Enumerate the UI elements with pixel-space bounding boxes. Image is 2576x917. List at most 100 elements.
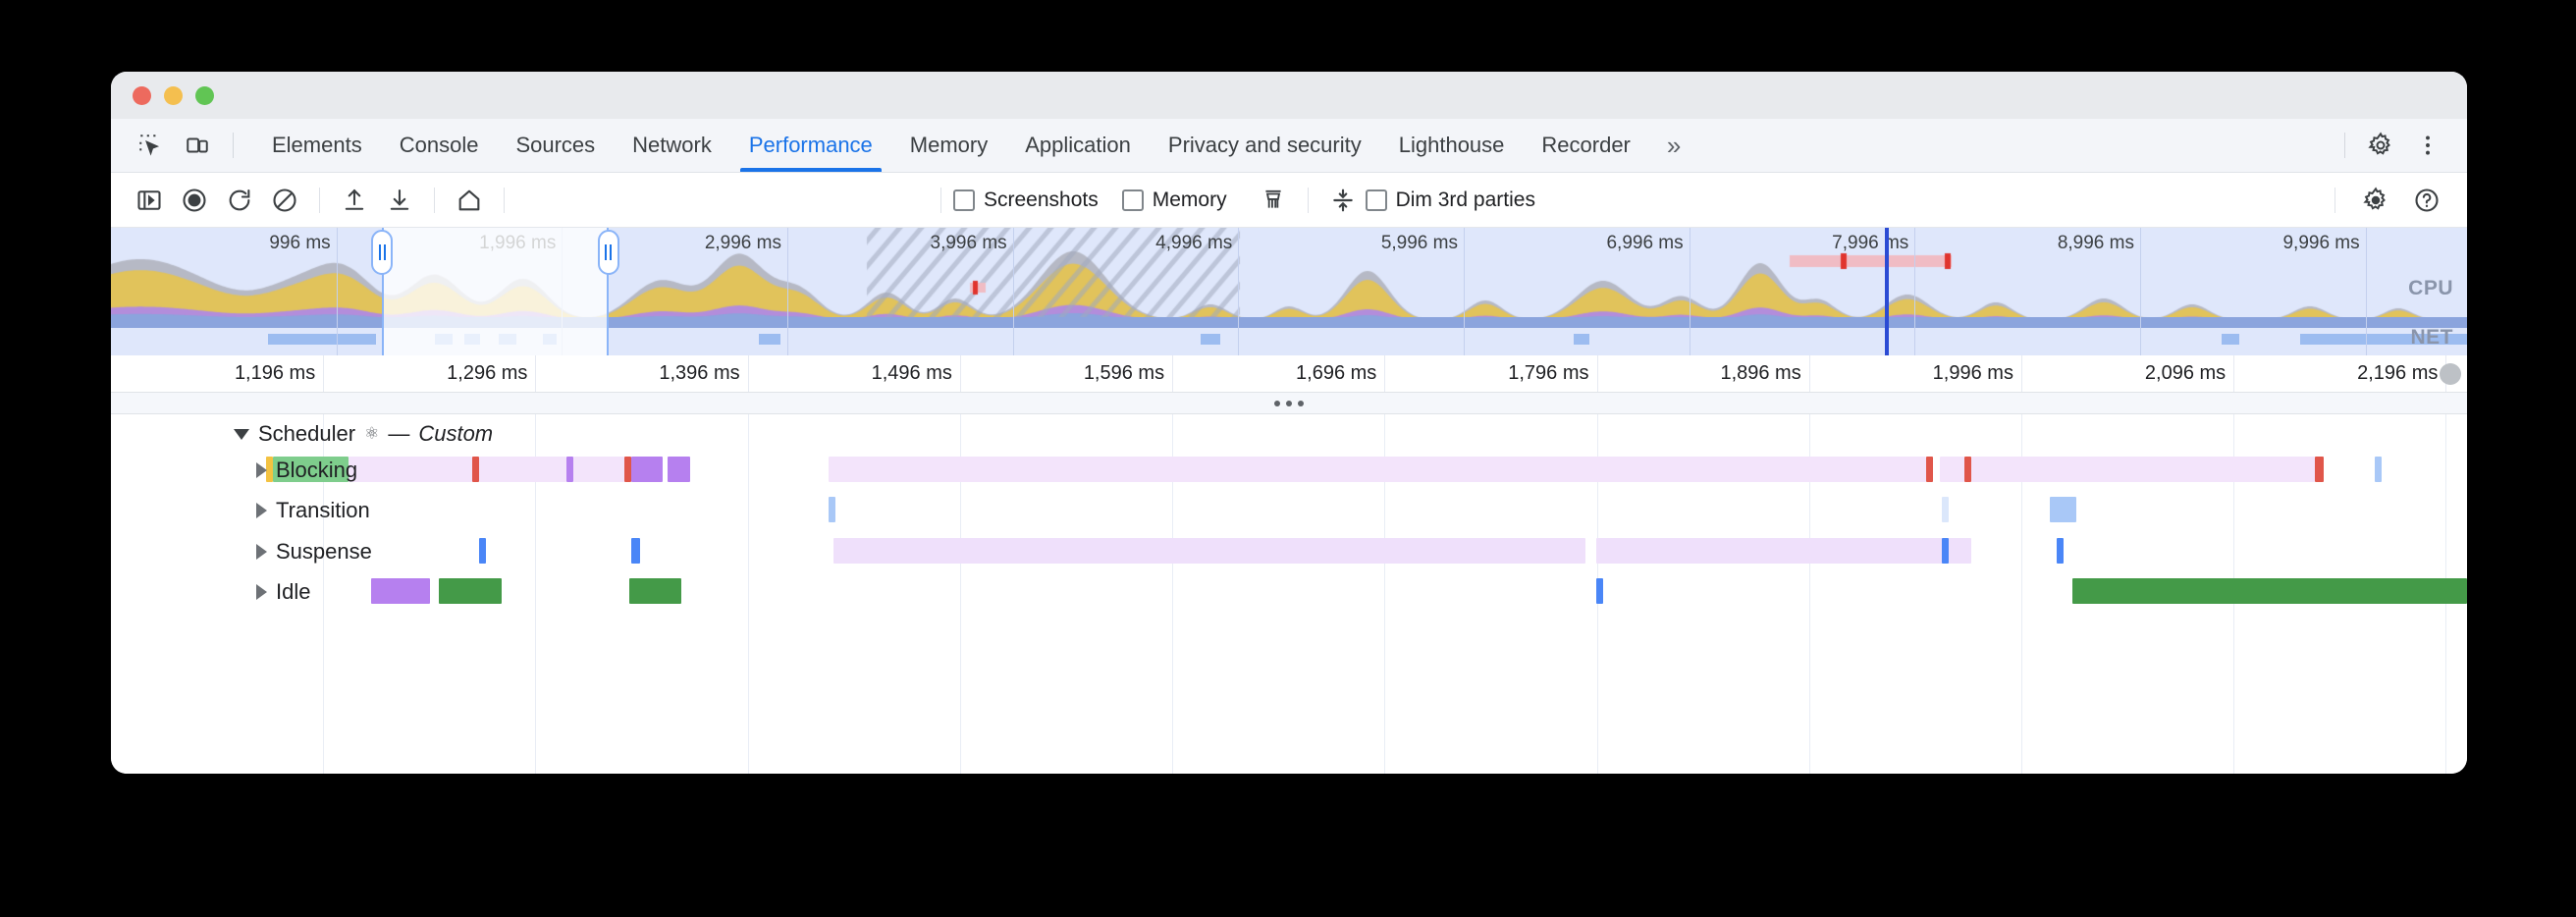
event-bar[interactable] bbox=[478, 457, 566, 482]
tab-memory[interactable]: Memory bbox=[909, 133, 989, 157]
overview-left-drag-handle[interactable] bbox=[371, 230, 393, 275]
track-row-transition[interactable]: Transition bbox=[111, 491, 2467, 530]
event-bar[interactable] bbox=[1596, 538, 1971, 564]
chevron-right-icon[interactable] bbox=[256, 544, 267, 560]
event-bar[interactable] bbox=[566, 457, 573, 482]
memory-checkbox-box[interactable] bbox=[1121, 189, 1144, 211]
track-row-idle[interactable]: Idle bbox=[111, 572, 2467, 612]
event-bar[interactable] bbox=[1964, 457, 1971, 482]
event-bar[interactable] bbox=[631, 538, 641, 564]
event-bar[interactable] bbox=[2049, 497, 2077, 522]
event-lane-blocking[interactable] bbox=[111, 457, 2467, 484]
network-request-bar bbox=[2300, 334, 2467, 345]
event-bar[interactable] bbox=[629, 578, 681, 604]
chevron-down-icon[interactable] bbox=[234, 428, 249, 440]
tab-performance[interactable]: Performance bbox=[730, 119, 891, 172]
overview-selected-window[interactable] bbox=[382, 228, 609, 355]
chevron-right-icon[interactable] bbox=[256, 584, 267, 600]
event-bar[interactable] bbox=[472, 457, 479, 482]
tab-network[interactable]: Network bbox=[632, 133, 712, 157]
kebab-menu-icon[interactable] bbox=[2406, 126, 2449, 165]
track-label-blocking[interactable]: Blocking bbox=[256, 451, 357, 490]
device-toolbar-icon[interactable] bbox=[176, 126, 219, 165]
event-lane-suspense[interactable] bbox=[111, 538, 2467, 566]
screenshots-checkbox-box[interactable] bbox=[953, 189, 975, 211]
event-bar[interactable] bbox=[438, 578, 502, 604]
panel-left-icon[interactable] bbox=[127, 180, 172, 221]
collapse-vertical-icon[interactable] bbox=[1320, 180, 1366, 221]
event-bar[interactable] bbox=[1942, 538, 1949, 564]
dim-3rd-parties-checkbox-box[interactable] bbox=[1365, 189, 1387, 211]
event-bar[interactable] bbox=[478, 538, 486, 564]
event-bar[interactable] bbox=[829, 497, 836, 522]
home-icon[interactable] bbox=[447, 180, 492, 221]
track-label-transition[interactable]: Transition bbox=[256, 491, 370, 530]
event-bar[interactable] bbox=[1942, 497, 1949, 522]
inspect-element-icon[interactable] bbox=[129, 126, 172, 165]
event-bar[interactable] bbox=[667, 457, 690, 482]
screenshots-checkbox[interactable]: Screenshots bbox=[953, 189, 1099, 212]
track-group-label[interactable]: Scheduler ⚛ — Custom bbox=[234, 414, 493, 454]
overview-tick-label: 2,996 ms bbox=[704, 233, 781, 253]
close-window-button[interactable] bbox=[133, 85, 151, 105]
overview-selection-right-edge[interactable] bbox=[606, 228, 609, 355]
track-row-suspense[interactable]: Suspense bbox=[111, 532, 2467, 571]
event-bar[interactable] bbox=[1970, 457, 2315, 482]
dim-3rd-parties-checkbox[interactable]: Dim 3rd parties bbox=[1365, 189, 1535, 212]
reload-icon[interactable] bbox=[217, 180, 262, 221]
track-label-suspense[interactable]: Suspense bbox=[256, 532, 372, 571]
download-arrow-icon[interactable] bbox=[377, 180, 422, 221]
detail-tick-label: 1,996 ms bbox=[1932, 362, 2013, 384]
event-bar[interactable] bbox=[2375, 457, 2383, 482]
scrollbar-thumb[interactable] bbox=[2440, 363, 2461, 385]
question-mark-icon[interactable] bbox=[2404, 180, 2449, 221]
event-lane-transition[interactable] bbox=[111, 497, 2467, 524]
more-tabs-icon[interactable]: » bbox=[1666, 130, 1682, 160]
tab-console[interactable]: Console bbox=[399, 133, 479, 157]
event-bar[interactable] bbox=[2314, 457, 2324, 482]
event-bar[interactable] bbox=[572, 457, 625, 482]
tab-privacy-and-security[interactable]: Privacy and security bbox=[1167, 133, 1362, 157]
event-bar[interactable] bbox=[265, 457, 273, 482]
clear-slash-icon[interactable] bbox=[262, 180, 307, 221]
overview-tick: 996 ms bbox=[269, 228, 338, 355]
track-row-blocking[interactable]: Blocking bbox=[111, 451, 2467, 490]
event-bar[interactable] bbox=[2056, 538, 2064, 564]
tab-recorder[interactable]: Recorder bbox=[1541, 133, 1631, 157]
overview-tick-label: 4,996 ms bbox=[1155, 233, 1233, 253]
tab-elements[interactable]: Elements bbox=[272, 133, 362, 157]
gear-icon[interactable] bbox=[2353, 180, 2398, 221]
event-bar[interactable] bbox=[1596, 578, 1603, 604]
event-bar[interactable] bbox=[624, 457, 632, 482]
upload-arrow-icon[interactable] bbox=[332, 180, 377, 221]
record-circle-icon[interactable] bbox=[172, 180, 217, 221]
panel-resizer-handle[interactable] bbox=[111, 393, 2467, 414]
minimize-window-button[interactable] bbox=[164, 85, 183, 105]
track-label-idle[interactable]: Idle bbox=[256, 572, 310, 612]
event-bar[interactable] bbox=[272, 457, 349, 482]
timeline-overview[interactable]: 996 ms1,996 ms2,996 ms3,996 ms4,996 ms5,… bbox=[111, 228, 2467, 355]
event-bar[interactable] bbox=[371, 578, 430, 604]
event-lane-idle[interactable] bbox=[111, 578, 2467, 606]
event-bar[interactable] bbox=[349, 457, 472, 482]
gear-icon[interactable] bbox=[2359, 126, 2402, 165]
overview-right-drag-handle[interactable] bbox=[597, 230, 619, 275]
event-bar[interactable] bbox=[2071, 578, 2467, 604]
chevron-right-icon[interactable] bbox=[256, 462, 267, 478]
tab-sources[interactable]: Sources bbox=[515, 133, 596, 157]
event-bar[interactable] bbox=[631, 457, 664, 482]
flame-chart-tracks[interactable]: Scheduler ⚛ — Custom Blocking Transition bbox=[111, 414, 2467, 774]
overview-selection-left-edge[interactable] bbox=[382, 228, 384, 355]
brush-icon[interactable] bbox=[1251, 180, 1296, 221]
tab-lighthouse[interactable]: Lighthouse bbox=[1398, 133, 1505, 157]
track-group-scheduler[interactable]: Scheduler ⚛ — Custom bbox=[111, 414, 2467, 454]
event-bar[interactable] bbox=[829, 457, 1927, 482]
event-bar[interactable] bbox=[1926, 457, 1933, 482]
chevron-right-icon[interactable] bbox=[256, 503, 267, 518]
event-bar[interactable] bbox=[1939, 457, 1964, 482]
memory-checkbox[interactable]: Memory bbox=[1121, 189, 1227, 212]
event-bar[interactable] bbox=[833, 538, 1585, 564]
maximize-window-button[interactable] bbox=[195, 85, 214, 105]
tab-application[interactable]: Application bbox=[1025, 133, 1131, 157]
toolbar-divider-1 bbox=[319, 187, 320, 213]
